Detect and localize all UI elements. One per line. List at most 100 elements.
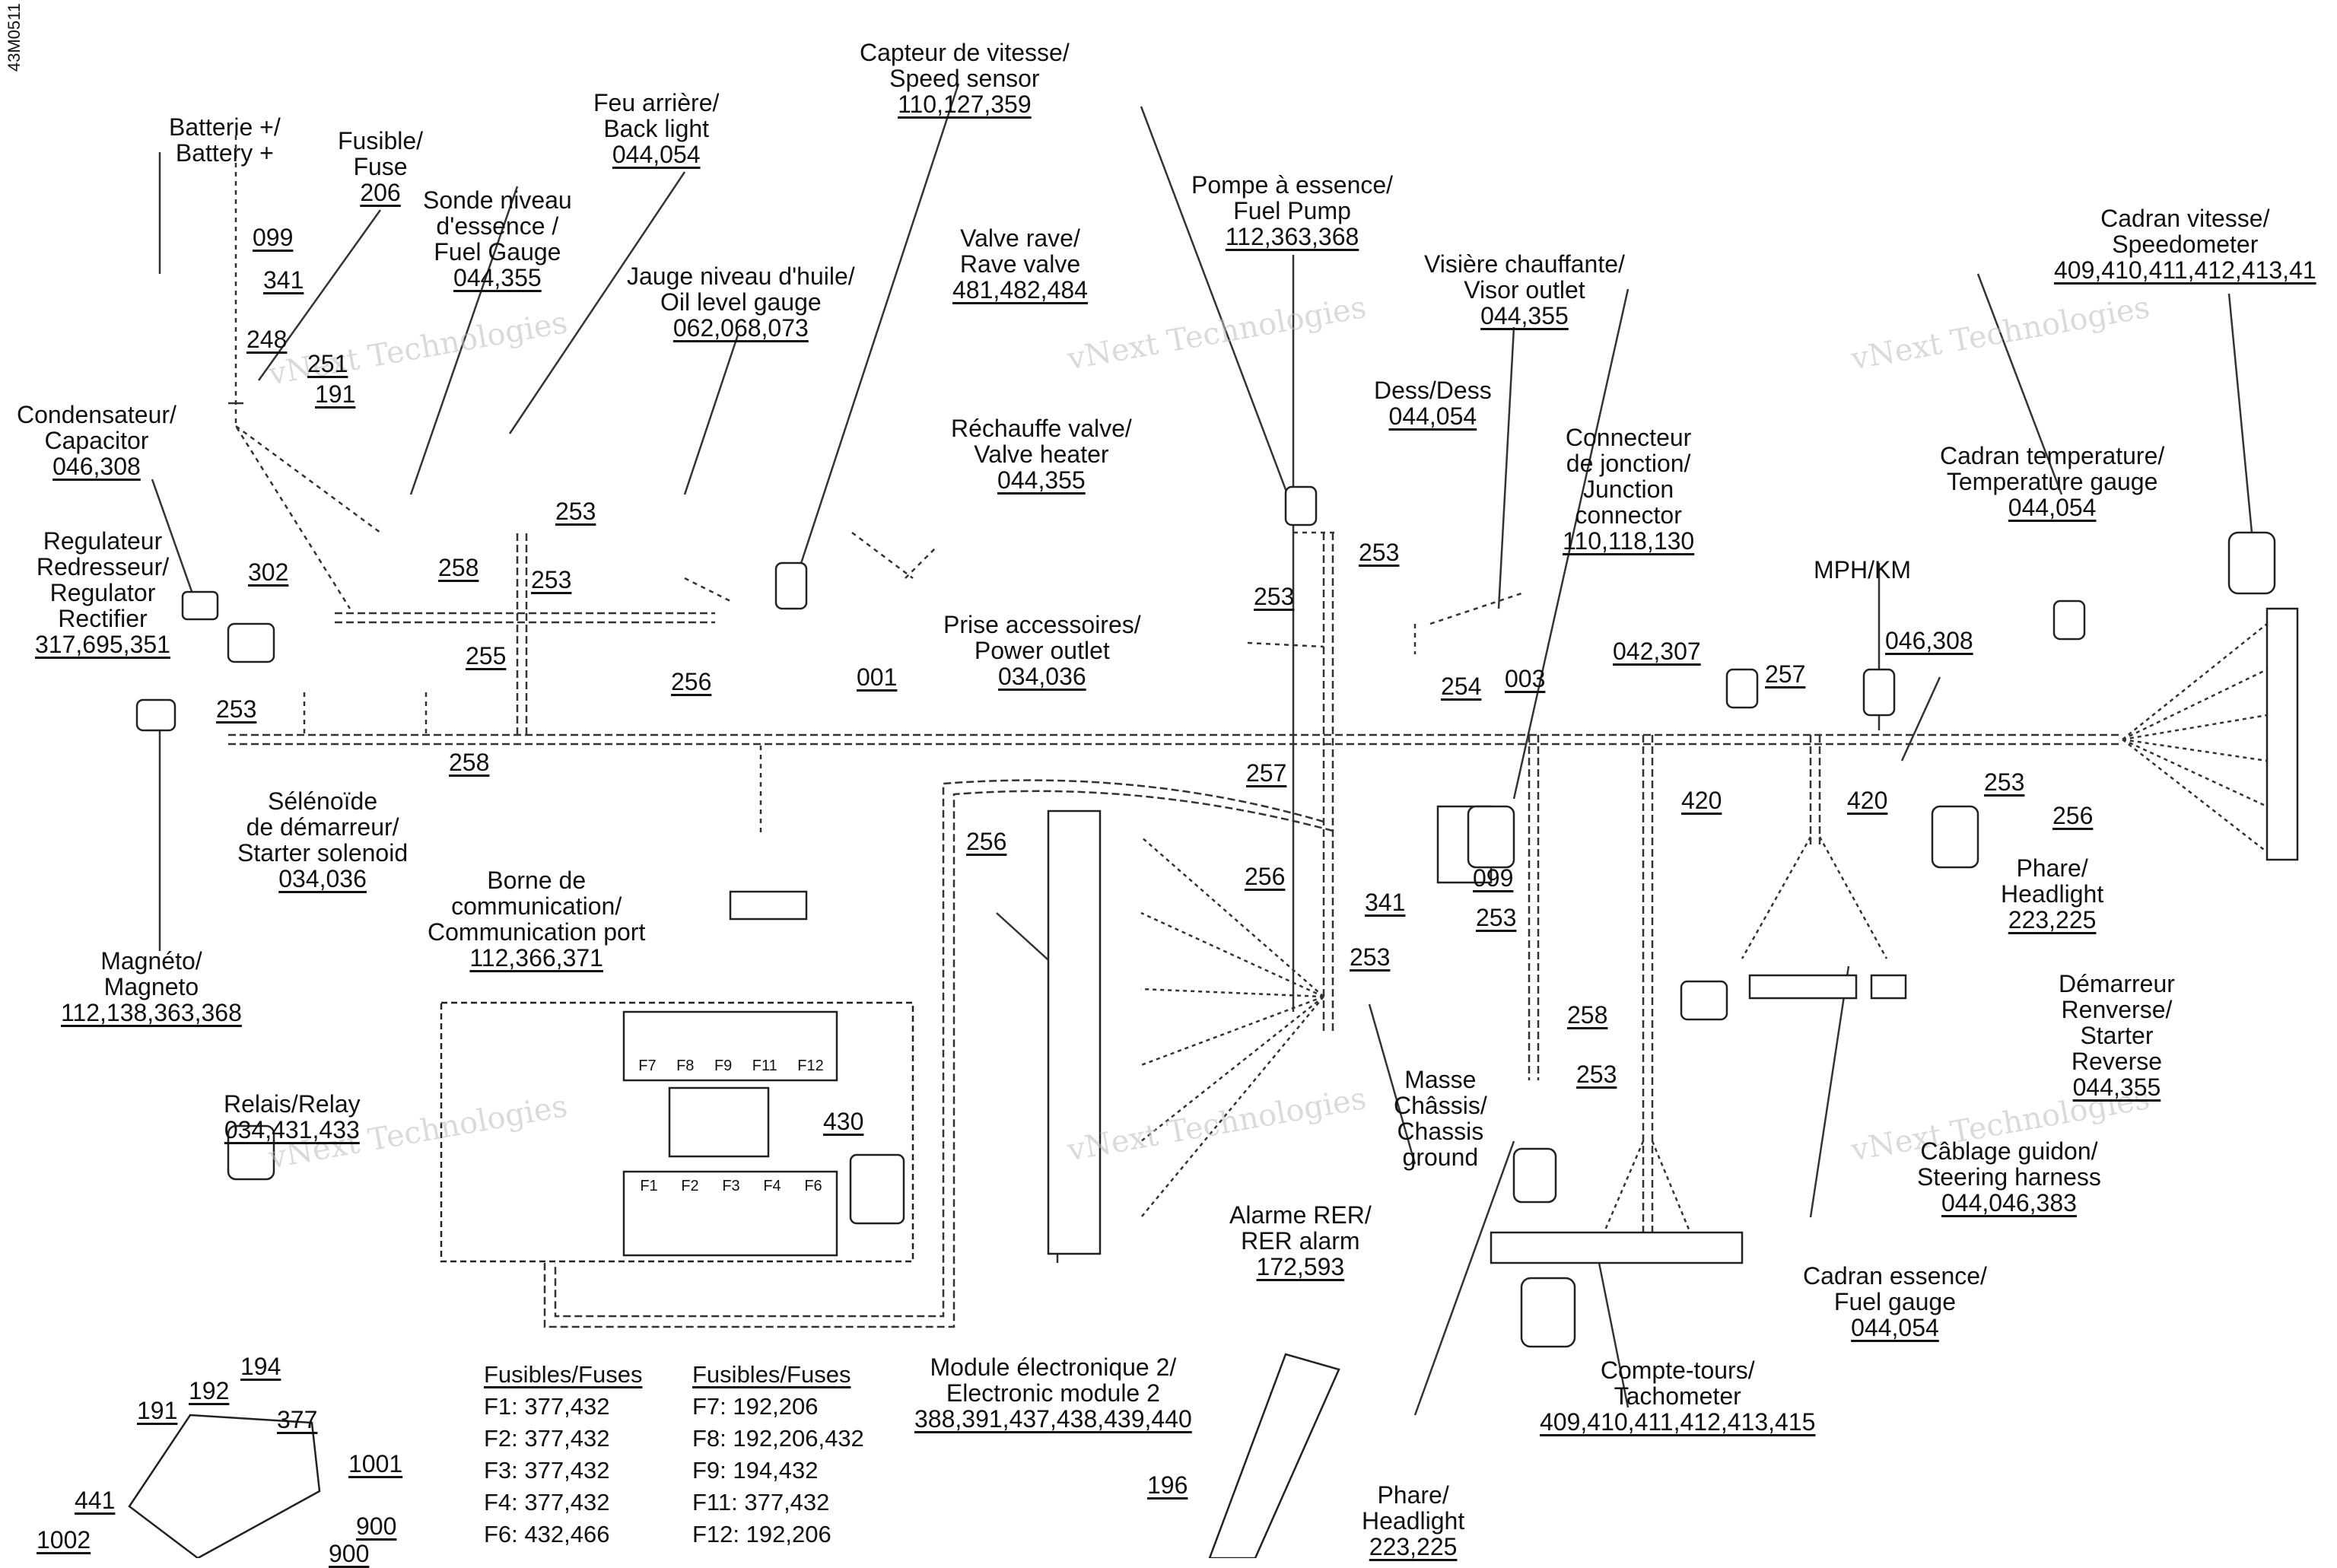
fuse-box-pcb [1490,1231,1744,1264]
fuse-entry: F7: 192,206 [692,1393,819,1420]
ref-number: 251 [307,350,348,377]
ref-number: 253 [1476,904,1517,931]
ref-number: 001 [857,663,898,691]
ref-number: 257 [1765,660,1806,688]
ref-number: 341 [1365,889,1406,916]
ref-number: 256 [671,668,712,695]
label-electronic-module: Module électronique 2/Electronic module … [914,1353,1192,1433]
fuse-slot-label: F11 [752,1058,777,1074]
ref-number: 1002 [37,1526,91,1554]
ref-number: 253 [1576,1061,1617,1088]
ref-number: 441 [75,1487,116,1514]
ref-number: 253 [1350,943,1391,971]
ref-number: 420 [1681,787,1722,814]
ref-number: 256 [1245,863,1286,890]
fuse-list-left: Fusibles/Fuses F1: 377,432 F2: 377,432 F… [484,1359,642,1551]
ref-number: 258 [438,554,479,581]
fuse-entry: F9: 194,432 [692,1457,819,1484]
ref-number: 253 [1359,539,1400,566]
ref-number: 192 [189,1377,230,1404]
ref-number: 430 [823,1108,864,1135]
ref-number: 420 [1847,787,1888,814]
ref-number: 191 [137,1397,178,1424]
fuse-slot-label: F2 [681,1178,699,1194]
fuse-entry: F8: 192,206,432 [692,1425,864,1452]
ref-number: 248 [246,326,288,353]
fuse-slot-label: F1 [640,1178,658,1194]
ref-number: 341 [263,266,304,294]
ref-number: 194 [240,1353,281,1380]
fuse-list-title: Fusibles/Fuses [692,1361,851,1388]
ref-number: 257 [1246,759,1287,787]
ref-number: 258 [1567,1001,1608,1029]
ref-number: 191 [315,380,356,408]
main-harness [228,733,2122,746]
label-battery: Batterie +/Battery + [169,113,281,167]
fuse-slot-label: F12 [797,1058,824,1074]
fuse-list-title: Fusibles/Fuses [484,1361,643,1388]
fuse-entry: F3: 377,432 [484,1457,610,1484]
fuse-slot-label: F7 [638,1058,657,1074]
ref-number: 900 [329,1540,370,1567]
fuse-slot-label: F8 [676,1058,695,1074]
fuse-entry: F1: 377,432 [484,1393,610,1420]
ref-number: 253 [1984,768,2025,796]
document-id: 43M0511 [5,3,24,72]
ref-number: 196 [1147,1471,1188,1499]
ref-number: 256 [966,828,1007,855]
label-mph-km: MPH/KM [1814,556,1911,584]
fuse-entry: F11: 377,432 [692,1489,830,1516]
ref-number: 255 [466,642,507,670]
ref-number: 099 [253,224,294,251]
fuse-entry: F2: 377,432 [484,1425,610,1452]
fuse-entry: F4: 377,432 [484,1489,610,1516]
ref-number: 253 [555,498,596,525]
electronic-module [1047,809,1102,1255]
fusebox-bottom-row: F1 F2 F3 F4 F6 [628,1178,834,1195]
fusebox-top-row: F7 F8 F9 F11 F12 [628,1058,834,1075]
fuse-slot-label: F9 [714,1058,733,1074]
ref-number: 1001 [348,1450,403,1477]
fuse-slot-label: F3 [722,1178,740,1194]
ref-number: 003 [1505,665,1546,692]
ref-number: 042,307 [1613,638,1701,665]
fuse-slot-label: F4 [763,1178,781,1194]
ref-number: 377 [277,1406,318,1433]
ref-number: 900 [356,1512,397,1540]
fuse-entry: F12: 192,206 [692,1521,831,1547]
ref-number: 256 [2052,802,2094,829]
ref-number: 099 [1473,864,1514,892]
ref-number: 254 [1441,673,1482,700]
ref-number: 253 [1254,583,1295,610]
ref-number: 302 [248,558,289,586]
ref-number: 046,308 [1885,627,1973,654]
ref-number: 253 [531,566,572,593]
fuse-slot-label: F6 [804,1178,822,1194]
